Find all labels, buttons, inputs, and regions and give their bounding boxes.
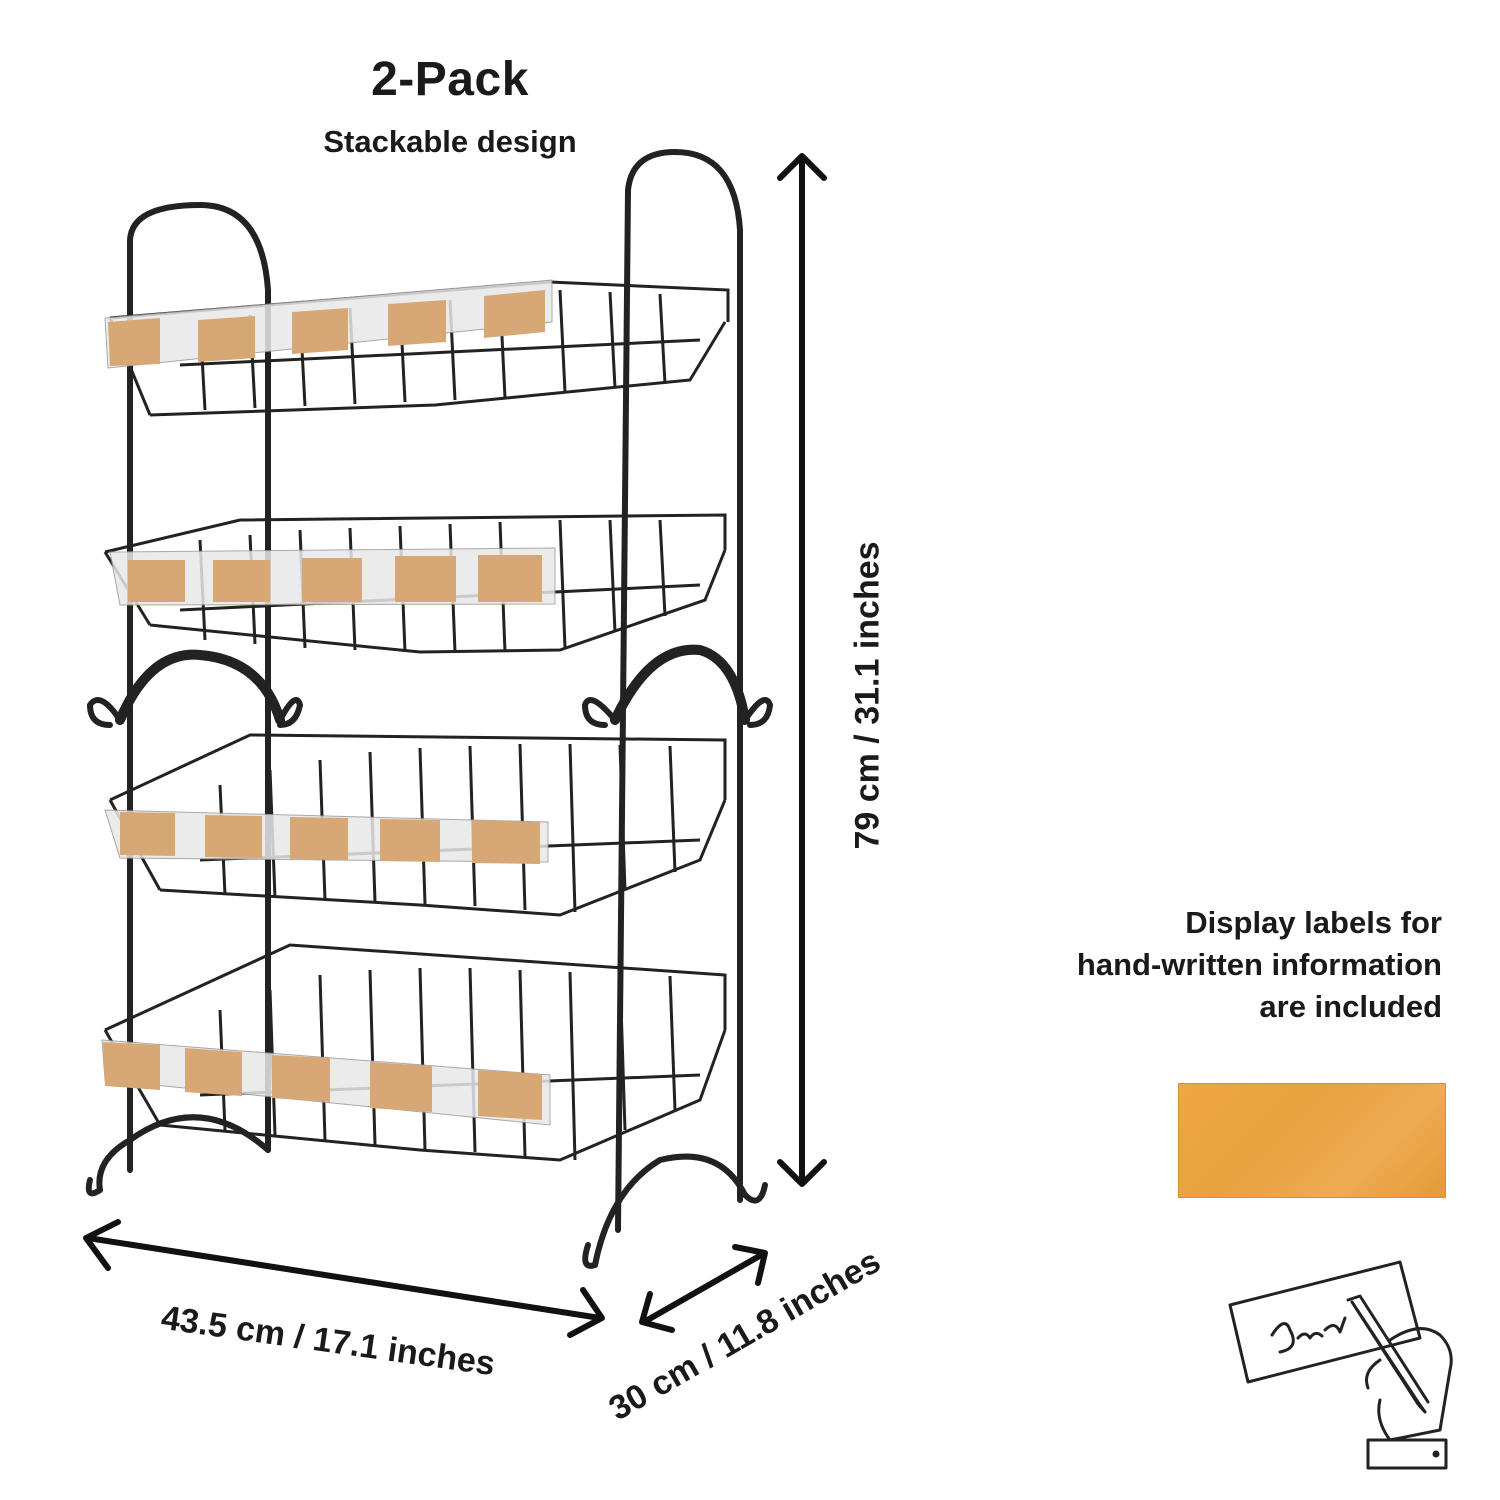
info-line-1: Display labels for [1185, 905, 1442, 940]
label-swatch [1178, 1083, 1446, 1198]
height-dimension-label: 79 cm / 31.1 inches [848, 541, 887, 850]
label-strips [101, 279, 556, 1126]
display-labels-info: Display labels for hand-written informat… [1022, 902, 1442, 1028]
info-line-3: are included [1259, 989, 1442, 1024]
dimension-arrows [83, 153, 827, 1338]
rack-frame [85, 148, 774, 1269]
hand-writing-icon [1228, 1260, 1453, 1470]
page-subtitle: Stackable design [323, 124, 577, 159]
info-line-2: hand-written information [1076, 947, 1442, 982]
page-title: 2-Pack [371, 53, 529, 106]
